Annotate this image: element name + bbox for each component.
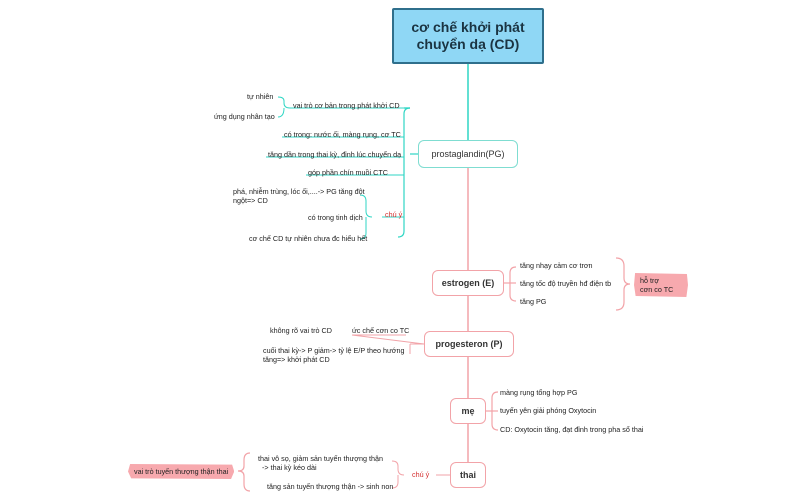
pg-item-increase[interactable]: tăng dần trong thai kỳ, đỉnh lúc chuyển …: [268, 150, 402, 159]
me-item-decidua[interactable]: màng rụng tổng hợp PG: [500, 388, 578, 397]
pg-role[interactable]: vai trò cơ bản trong phát khởi CD: [293, 101, 400, 110]
estrogen-label: estrogen (E): [441, 278, 495, 288]
estrogen-item-conduction[interactable]: tăng tốc độ truyền hđ điện tb: [520, 279, 612, 288]
progesteron-effect-line2[interactable]: tăng=> khởi phát CD: [263, 355, 330, 364]
me-label: mẹ: [461, 406, 475, 416]
pg-item-ripening[interactable]: góp phần chín muồi CTC: [308, 168, 388, 177]
thai-item-anencephaly-line2[interactable]: -> thai kỳ kéo dài: [262, 463, 317, 472]
pg-note-unknown[interactable]: cơ chế CD tự nhiên chưa đc hiểu hết: [249, 234, 368, 243]
thai-note-label[interactable]: chú ý: [412, 470, 430, 479]
progesteron-role[interactable]: ức chế cơn co TC: [352, 326, 410, 335]
pg-note-causes-line2[interactable]: ngột=> CD: [233, 196, 268, 205]
estrogen-item-pg[interactable]: tăng PG: [520, 297, 547, 306]
root-node[interactable]: cơ chế khởi phát chuyển dạ (CD): [392, 8, 544, 64]
me-item-oxytocin[interactable]: tuyến yên giải phóng Oxytocin: [500, 406, 597, 415]
progesteron-node[interactable]: progesteron (P): [424, 331, 514, 357]
root-title-line2: chuyển dạ (CD): [416, 36, 520, 52]
thai-item-hyperplasia[interactable]: tăng sản tuyến thượng thận -> sinh non: [267, 482, 394, 491]
me-node[interactable]: mẹ: [450, 398, 486, 424]
estrogen-highlight-line1: hỗ trợ: [640, 276, 660, 285]
thai-node[interactable]: thai: [450, 462, 486, 488]
progesteron-effect-line1[interactable]: cuối thai kỳ-> P giảm-> tỷ lệ E/P theo h…: [263, 346, 405, 355]
estrogen-highlight[interactable]: hỗ trợ cơn co TC: [634, 273, 688, 297]
pg-note-semen[interactable]: có trong tinh dịch: [308, 213, 363, 222]
pg-note-causes-line1[interactable]: phá, nhiễm trùng, lóc ối,....-> PG tăng …: [233, 187, 365, 196]
pg-role-artificial[interactable]: ứng dụng nhân tạo: [214, 112, 275, 121]
pg-role-natural[interactable]: tự nhiên: [247, 92, 274, 101]
thai-item-anencephaly-line1[interactable]: thai vô sọ, giảm sản tuyến thượng thận: [258, 454, 383, 463]
thai-highlight[interactable]: vai trò tuyến thượng thận thai: [128, 464, 235, 479]
progesteron-unclear[interactable]: không rõ vai trò CD: [270, 326, 332, 335]
pg-item-location[interactable]: có trong: nước ối, màng rụng, cơ TC: [284, 130, 401, 139]
prostaglandin-node[interactable]: prostaglandin(PG): [418, 140, 518, 168]
prostaglandin-label: prostaglandin(PG): [431, 149, 505, 159]
estrogen-node[interactable]: estrogen (E): [432, 270, 504, 296]
progesteron-label: progesteron (P): [435, 339, 503, 349]
me-item-peak[interactable]: CD: Oxytocin tăng, đạt đỉnh trong pha sổ…: [500, 425, 644, 434]
thai-label: thai: [459, 470, 476, 480]
estrogen-highlight-line2: cơn co TC: [640, 285, 674, 294]
root-title-line1: cơ chế khởi phát: [411, 19, 525, 35]
pg-note-label[interactable]: chú ý: [385, 210, 403, 219]
estrogen-item-sensitivity[interactable]: tăng nhạy cảm cơ trơn: [520, 261, 593, 270]
